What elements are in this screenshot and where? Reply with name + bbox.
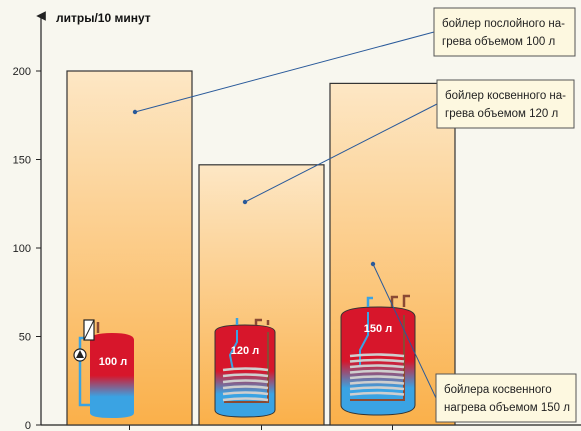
heating-coil-icon xyxy=(349,391,405,396)
heating-coil-icon xyxy=(222,397,269,402)
y-tick-label: 100 xyxy=(13,243,31,255)
cold-pipe-inner xyxy=(359,312,369,365)
y-axis-title: литры/10 минут xyxy=(56,11,151,25)
tank-illustrations: 100 л 120 л 150 л xyxy=(73,294,416,418)
y-tick-label: 150 xyxy=(13,155,31,167)
hot-pipe xyxy=(254,318,262,325)
coil-feed xyxy=(350,315,405,401)
tank-100: 100 л xyxy=(73,319,134,418)
y-ticks: 0 50 100 150 200 xyxy=(13,66,393,431)
heating-coil-icon xyxy=(349,380,405,385)
heating-coil-icon xyxy=(222,379,269,384)
callouts: бойлер послойного на-грева объемом 100 л… xyxy=(132,7,577,423)
y-tick-label: 0 xyxy=(25,420,31,431)
callout-text: грева объемом 100 л xyxy=(442,36,555,48)
callout-box xyxy=(435,373,577,423)
heating-coil-icon xyxy=(222,391,269,396)
tank-body xyxy=(90,333,134,418)
cold-pipe xyxy=(366,296,373,307)
callout-leader-line xyxy=(134,31,435,113)
callout-box xyxy=(436,79,575,129)
y-tick-label: 200 xyxy=(13,66,31,78)
heating-coil-icon xyxy=(349,364,405,369)
heating-coil-icon xyxy=(222,373,269,378)
callout-text: бойлер косвенного на- xyxy=(445,90,566,102)
tank-150: 150 л xyxy=(340,294,416,416)
y-tick-label: 50 xyxy=(19,332,31,344)
callout-text: грева объемом 120 л xyxy=(445,108,558,120)
callout-text: нагрева объемом 150 л xyxy=(444,402,570,414)
tank-volume-label: 100 л xyxy=(99,356,127,368)
pump-icon-arrow xyxy=(76,350,84,358)
callout-box xyxy=(433,7,576,57)
tank-120: 120 л xyxy=(214,318,276,418)
heating-coil-icon xyxy=(349,375,405,380)
callout-dot xyxy=(370,261,376,267)
mixing-valve-icon-slash xyxy=(83,319,95,341)
heating-coil-icon xyxy=(222,367,269,372)
callout-text: бойлера косвенного xyxy=(444,384,552,396)
heating-coil-icon xyxy=(349,353,405,358)
callout-leader-line xyxy=(244,103,438,203)
heating-coil-icon xyxy=(349,369,405,374)
callout-dot xyxy=(242,199,248,205)
tank-volume-label: 150 л xyxy=(364,323,392,335)
callout-leader-line xyxy=(372,263,437,399)
heating-coil-icon xyxy=(222,385,269,390)
callout-text: бойлер послойного на- xyxy=(442,18,565,30)
heating-coil-icon xyxy=(349,358,405,363)
cold-pipe-inner xyxy=(228,330,238,371)
heating-coil-icon xyxy=(349,386,405,391)
tank-volume-label: 120 л xyxy=(231,345,259,357)
coil-feed xyxy=(224,332,269,403)
feed-pipe xyxy=(402,294,410,307)
callout-dot xyxy=(132,109,138,115)
